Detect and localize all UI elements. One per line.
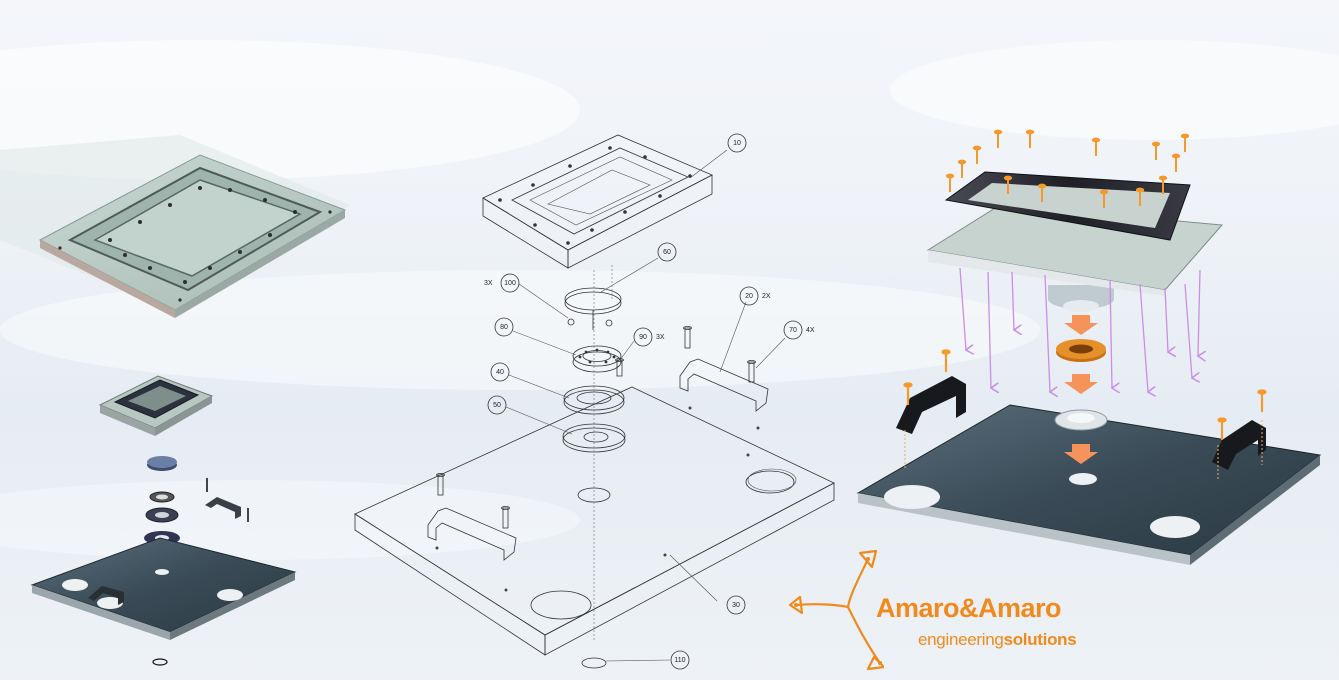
callout-50: 50 bbox=[487, 395, 507, 415]
part-30-base-plate bbox=[354, 386, 835, 656]
company-logo: Amaro&Amaro engineeringsolutions bbox=[788, 545, 1118, 675]
callout-80: 80 bbox=[494, 317, 514, 337]
svg-text:50: 50 bbox=[493, 402, 501, 409]
part-10-frame bbox=[482, 134, 713, 269]
svg-text:2X: 2X bbox=[762, 293, 771, 300]
svg-text:80: 80 bbox=[500, 324, 508, 331]
callout-100: 100 3X bbox=[484, 273, 520, 293]
callout-70: 70 4X bbox=[783, 320, 815, 340]
logo-tagline-bold: solutions bbox=[1003, 630, 1077, 649]
logo-tagline-light: engineering bbox=[918, 630, 1004, 649]
left-frame-assembly bbox=[0, 135, 350, 318]
right-rendered-assembly bbox=[856, 129, 1322, 565]
left-small-assembly bbox=[30, 375, 297, 666]
callout-60: 60 bbox=[657, 242, 677, 262]
svg-text:60: 60 bbox=[663, 249, 671, 256]
svg-text:10: 10 bbox=[733, 140, 741, 147]
exploded-line-drawing: 10 60 100 3X 20 2X 80 90 3X 70 4X bbox=[354, 133, 835, 670]
callout-10: 10 bbox=[727, 133, 747, 153]
callout-30: 30 bbox=[726, 595, 746, 615]
svg-text:70: 70 bbox=[789, 327, 797, 334]
svg-text:3X: 3X bbox=[656, 334, 665, 341]
callout-40: 40 bbox=[490, 362, 510, 382]
callout-20: 20 2X bbox=[739, 286, 771, 306]
svg-text:30: 30 bbox=[732, 602, 740, 609]
svg-text:20: 20 bbox=[745, 293, 753, 300]
svg-text:4X: 4X bbox=[806, 327, 815, 334]
logo-tagline: engineeringsolutions bbox=[918, 630, 1077, 650]
tripod-logo-mark bbox=[788, 549, 884, 671]
svg-text:100: 100 bbox=[504, 280, 516, 287]
svg-text:3X: 3X bbox=[484, 280, 493, 287]
callout-110: 110 bbox=[670, 650, 690, 670]
svg-text:40: 40 bbox=[496, 369, 504, 376]
logo-company-name: Amaro&Amaro bbox=[876, 593, 1062, 623]
svg-text:110: 110 bbox=[674, 657, 685, 664]
callout-90: 90 3X bbox=[633, 327, 665, 347]
svg-text:90: 90 bbox=[639, 334, 647, 341]
